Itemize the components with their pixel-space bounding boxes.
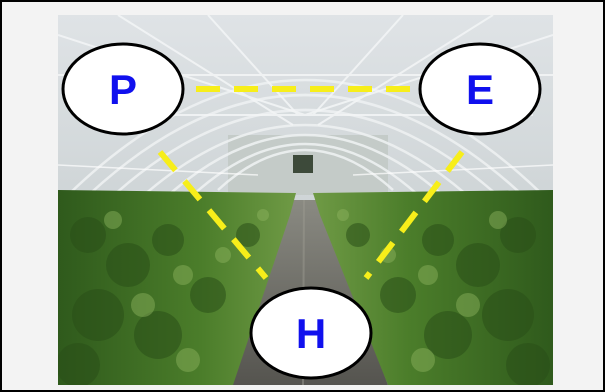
connector-e-h	[363, 150, 465, 280]
node-p-ellipse	[61, 42, 185, 136]
connectors	[157, 86, 465, 280]
node-e-label: E	[466, 66, 494, 113]
nodes: P E H	[61, 42, 542, 380]
node-p: P	[61, 42, 185, 136]
node-h-label: H	[296, 310, 326, 357]
connector-p-h	[157, 150, 269, 280]
node-h-ellipse	[249, 286, 373, 380]
node-e: E	[418, 42, 542, 136]
node-e-ellipse	[418, 42, 542, 136]
node-p-label: P	[109, 66, 137, 113]
node-h: H	[249, 286, 373, 380]
